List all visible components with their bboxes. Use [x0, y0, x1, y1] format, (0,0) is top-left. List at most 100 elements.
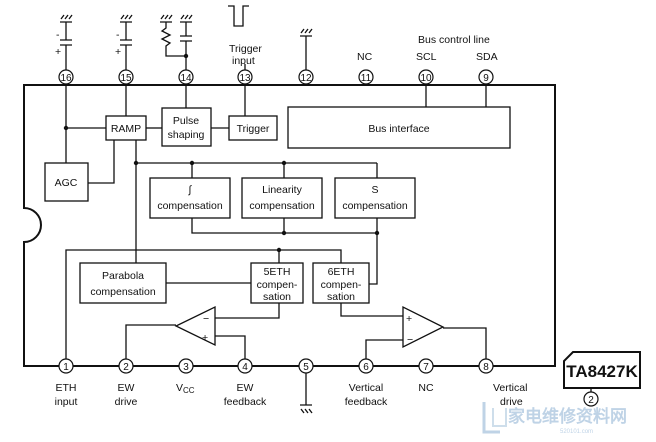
pin-4: 4	[237, 358, 253, 374]
linearity-compensation-block: Linearity compensation	[241, 177, 323, 219]
ew-opamp: − +	[174, 305, 216, 347]
vertical-drive-label-1: Vertical	[493, 382, 527, 394]
trigger-input-label-1: Trigger	[229, 43, 262, 55]
svg-text:9: 9	[483, 73, 489, 84]
svg-text:13: 13	[239, 73, 251, 84]
svg-text:15: 15	[120, 73, 132, 84]
trigger-pulse-symbol	[228, 5, 249, 27]
ew-drive-label-2: drive	[115, 396, 138, 408]
svg-text:Bus interface: Bus interface	[368, 123, 429, 135]
5eth-compensation-block: 5ETH compen- sation	[250, 262, 304, 304]
svg-text:shaping: shaping	[168, 129, 205, 141]
svg-text:5: 5	[303, 362, 309, 373]
vertical-feedback-label-2: feedback	[345, 396, 388, 408]
svg-text:compen-: compen-	[321, 279, 362, 291]
svg-text:4: 4	[242, 362, 248, 373]
svg-text:sation: sation	[327, 291, 355, 303]
cap16-minus: -	[56, 29, 60, 41]
svg-text:16: 16	[60, 73, 72, 84]
svg-text:14: 14	[180, 73, 192, 84]
pin-6: 6	[358, 358, 374, 374]
pin12-ground	[300, 28, 313, 70]
svg-text:compensation: compensation	[157, 200, 223, 212]
cap15-plus: +	[115, 46, 121, 58]
svg-text:1: 1	[63, 362, 69, 373]
pin15-capacitor: - +	[115, 14, 133, 70]
eth-input-label-2: input	[55, 396, 78, 408]
svg-text:S: S	[371, 184, 378, 196]
pin16-capacitor: - +	[55, 14, 73, 70]
vcc-label: VCC	[176, 382, 195, 395]
trigger-block: Trigger	[228, 115, 278, 141]
eth-input-label-1: ETH	[56, 382, 77, 394]
svg-text:compensation: compensation	[342, 200, 408, 212]
svg-text:7: 7	[423, 362, 429, 373]
svg-text:3: 3	[183, 362, 189, 373]
scl-label: SCL	[416, 51, 437, 63]
svg-text:Parabola: Parabola	[102, 270, 144, 282]
svg-text:compen-: compen-	[257, 279, 298, 291]
svg-text:6ETH: 6ETH	[328, 266, 355, 278]
pin-8: 8	[478, 358, 494, 374]
svg-text:11: 11	[361, 73, 372, 84]
svg-text:+: +	[406, 313, 412, 325]
nc-bottom-label: NC	[418, 382, 434, 394]
vertical-opamp: + −	[402, 305, 445, 349]
pulse-shaping-block: Pulse shaping	[161, 107, 212, 147]
sda-label: SDA	[476, 51, 498, 63]
svg-text:AGC: AGC	[55, 177, 78, 189]
ew-feedback-label-2: feedback	[224, 396, 267, 408]
pin-2: 2	[118, 358, 134, 374]
pin-12: 12	[298, 69, 314, 85]
ew-drive-label-1: EW	[118, 382, 135, 394]
svg-text:RAMP: RAMP	[111, 123, 141, 135]
pin-3: 3	[178, 358, 194, 374]
trigger-input-label-2: input	[232, 55, 255, 67]
svg-text:−: −	[407, 334, 413, 346]
svg-text:2: 2	[123, 362, 129, 373]
svg-text:6: 6	[363, 362, 369, 373]
vertical-feedback-label-1: Vertical	[349, 382, 383, 394]
cap15-minus: -	[116, 29, 120, 41]
chip-name: TA8427K	[566, 362, 638, 381]
integral-compensation-block: ∫ compensation	[149, 177, 231, 219]
cap16-plus: +	[55, 46, 61, 58]
pin-13: 13	[237, 69, 253, 85]
agc-block: AGC	[44, 162, 89, 202]
svg-text:5ETH: 5ETH	[264, 266, 291, 278]
svg-text:10: 10	[420, 73, 432, 84]
pin-9: 9	[478, 69, 494, 85]
svg-text:Pulse: Pulse	[173, 115, 199, 127]
svg-text:sation: sation	[263, 291, 291, 303]
watermark-url: 520101.com	[560, 429, 593, 435]
nc-top-label: NC	[357, 51, 373, 63]
parabola-compensation-block: Parabola compensation	[79, 262, 167, 304]
watermark-text: 家电维修资料网	[508, 406, 627, 426]
6eth-compensation-block: 6ETH compen- sation	[312, 262, 370, 304]
ew-feedback-label-1: EW	[237, 382, 254, 394]
svg-text:compensation: compensation	[249, 200, 315, 212]
pin-16: 16	[58, 69, 74, 85]
svg-text:Trigger: Trigger	[237, 123, 270, 135]
svg-text:Linearity: Linearity	[262, 184, 302, 196]
pin-7: 7	[418, 358, 434, 374]
bus-control-line-label: Bus control line	[418, 34, 490, 46]
pin5-ground	[300, 373, 313, 414]
watermark: 家电维修资料网 520101.com	[482, 402, 627, 435]
svg-text:∫: ∫	[188, 184, 193, 196]
pin-14: 14	[178, 69, 194, 85]
svg-text:+: +	[202, 332, 208, 344]
pin-11: 11	[358, 69, 374, 85]
svg-text:8: 8	[483, 362, 489, 373]
pin-5: 5	[298, 358, 314, 374]
vertical-drive-label-2: drive	[500, 396, 523, 408]
ramp-block: RAMP	[105, 115, 147, 141]
svg-text:compensation: compensation	[90, 286, 156, 298]
pin-1: 1	[58, 358, 74, 374]
s-compensation-block: S compensation	[334, 177, 416, 219]
package-symbol: TA8427K 2	[563, 351, 641, 407]
svg-text:12: 12	[300, 73, 312, 84]
ic-package-outline	[23, 84, 556, 367]
pin14-rc-network	[160, 14, 193, 70]
